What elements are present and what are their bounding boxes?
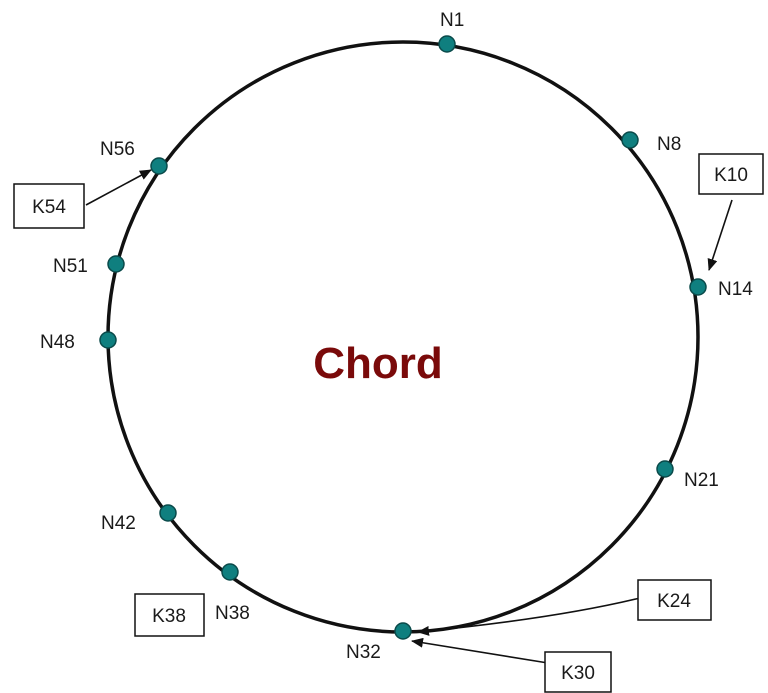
key-arrows <box>85 169 733 664</box>
arrow-k24-to-n32 <box>417 597 641 636</box>
key-box-k54[interactable]: K54 <box>13 183 85 229</box>
key-box-k24[interactable]: K24 <box>637 579 712 621</box>
key-label-k24: K24 <box>657 591 691 612</box>
key-label-k10: K10 <box>714 165 748 186</box>
node-n42[interactable] <box>159 504 177 522</box>
node-n21[interactable] <box>656 460 674 478</box>
node-n32[interactable] <box>394 622 412 640</box>
node-label-n14: N14 <box>718 279 753 300</box>
node-n38[interactable] <box>221 563 239 581</box>
node-label-n56: N56 <box>100 139 135 160</box>
node-label-n42: N42 <box>101 513 136 534</box>
arrow-k10-to-n14 <box>707 199 733 271</box>
node-n8[interactable] <box>621 131 639 149</box>
node-label-n48: N48 <box>40 332 75 353</box>
key-label-k38: K38 <box>152 606 186 627</box>
key-box-k30[interactable]: K30 <box>544 651 612 693</box>
node-n1[interactable] <box>438 35 456 53</box>
key-box-k38[interactable]: K38 <box>134 593 205 637</box>
node-label-n21: N21 <box>684 470 719 491</box>
chord-ring <box>106 40 700 634</box>
arrow-k54-to-n56 <box>85 169 152 206</box>
node-label-n51: N51 <box>53 256 88 277</box>
node-label-n8: N8 <box>657 134 681 155</box>
key-label-k30: K30 <box>561 663 595 684</box>
node-label-n32: N32 <box>346 642 381 663</box>
node-label-n1: N1 <box>440 10 464 31</box>
key-label-k54: K54 <box>32 197 66 218</box>
node-n14[interactable] <box>689 278 707 296</box>
node-labels: N1 N8 N14 N21 N32 N38 N42 N48 N51 N56 <box>40 10 753 663</box>
node-n51[interactable] <box>107 255 125 273</box>
ring-nodes <box>99 35 707 640</box>
node-n48[interactable] <box>99 331 117 349</box>
diagram-title: Chord <box>313 339 443 388</box>
arrow-k30-to-n32 <box>411 637 549 664</box>
node-label-n38: N38 <box>215 603 250 624</box>
key-boxes: K10 K24 K30 K38 K54 <box>13 153 764 693</box>
key-box-k10[interactable]: K10 <box>698 153 764 195</box>
node-n56[interactable] <box>150 157 168 175</box>
